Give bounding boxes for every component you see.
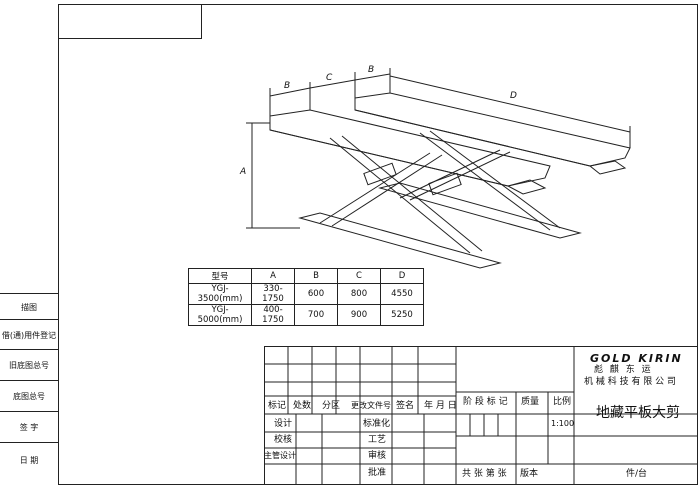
- spec-table-row: YGJ-3500(mm) 330-1750 600 800 4550: [188, 283, 424, 305]
- spec-cell: 5250: [380, 304, 424, 326]
- rev-header: 分区: [322, 401, 341, 411]
- drawing-title: 地藏平板大剪: [596, 405, 680, 421]
- role-label: 批准: [368, 468, 387, 478]
- dim-label-c: C: [326, 73, 333, 83]
- spec-cell: 4550: [380, 283, 424, 305]
- spec-table-header-row: 型号 A B C D: [188, 268, 424, 284]
- scale-label: 比例: [553, 397, 572, 407]
- side-item: 旧底图总号: [0, 349, 58, 380]
- spec-header: A: [251, 268, 295, 284]
- company-line1: 彪 麒 东 运: [594, 365, 653, 375]
- top-left-box: [58, 4, 202, 39]
- role-label: 主管设计: [264, 451, 296, 460]
- rev-header: 年 月 日: [424, 401, 457, 411]
- dim-label-a: A: [240, 167, 247, 177]
- role-label: 设计: [274, 419, 293, 429]
- role-label: 工艺: [368, 435, 387, 445]
- spec-cell: 330-1750: [251, 283, 295, 305]
- spec-cell: YGJ-3500(mm): [188, 283, 252, 305]
- scissor-lift-drawing: [246, 68, 631, 269]
- stage-label: 阶 段 标 记: [463, 397, 508, 407]
- spec-header: D: [380, 268, 424, 284]
- sheet-info-right: 件/台: [626, 469, 648, 479]
- dim-label-b: B: [284, 81, 291, 91]
- spec-header: C: [337, 268, 381, 284]
- spec-header: B: [294, 268, 338, 284]
- spec-cell: 400-1750: [251, 304, 295, 326]
- role-label: 校核: [274, 435, 293, 445]
- weight-label: 质量: [521, 397, 540, 407]
- title-block-grid: [264, 346, 698, 485]
- dim-label-d: D: [510, 91, 517, 101]
- dim-label-b2: B: [368, 65, 375, 75]
- side-item: 描图: [0, 293, 58, 319]
- company-logo: GOLD KIRIN: [590, 352, 683, 365]
- side-item: 日 期: [0, 442, 58, 485]
- scale-value: 1:100: [551, 419, 575, 428]
- spec-cell: YGJ-5000(mm): [188, 304, 252, 326]
- version-label: 版本: [520, 469, 539, 479]
- title-block: [264, 346, 698, 485]
- role-label: 审核: [368, 451, 387, 461]
- spec-table: 型号 A B C D YGJ-3500(mm) 330-1750 600 800…: [188, 268, 424, 326]
- spec-header: 型号: [188, 268, 252, 284]
- spec-table-row: YGJ-5000(mm) 400-1750 700 900 5250: [188, 304, 424, 326]
- side-item: 借(通)用件登记: [0, 319, 58, 349]
- rev-header: 处数: [293, 401, 312, 411]
- side-item: 底图总号: [0, 380, 58, 411]
- side-item: 签 字: [0, 411, 58, 442]
- spec-cell: 800: [337, 283, 381, 305]
- role-label: 标准化: [363, 419, 391, 429]
- spec-cell: 600: [294, 283, 338, 305]
- spec-cell: 700: [294, 304, 338, 326]
- rev-header: 更改文件号: [351, 401, 391, 410]
- rev-header: 标记: [268, 401, 287, 411]
- sheet-info-left: 共 张 第 张: [462, 469, 507, 479]
- side-column: 描图 借(通)用件登记 旧底图总号 底图总号 签 字 日 期: [0, 293, 58, 485]
- rev-header: 签名: [396, 401, 415, 411]
- company-line2: 机 械 科 技 有 限 公 司: [584, 377, 677, 387]
- spec-cell: 900: [337, 304, 381, 326]
